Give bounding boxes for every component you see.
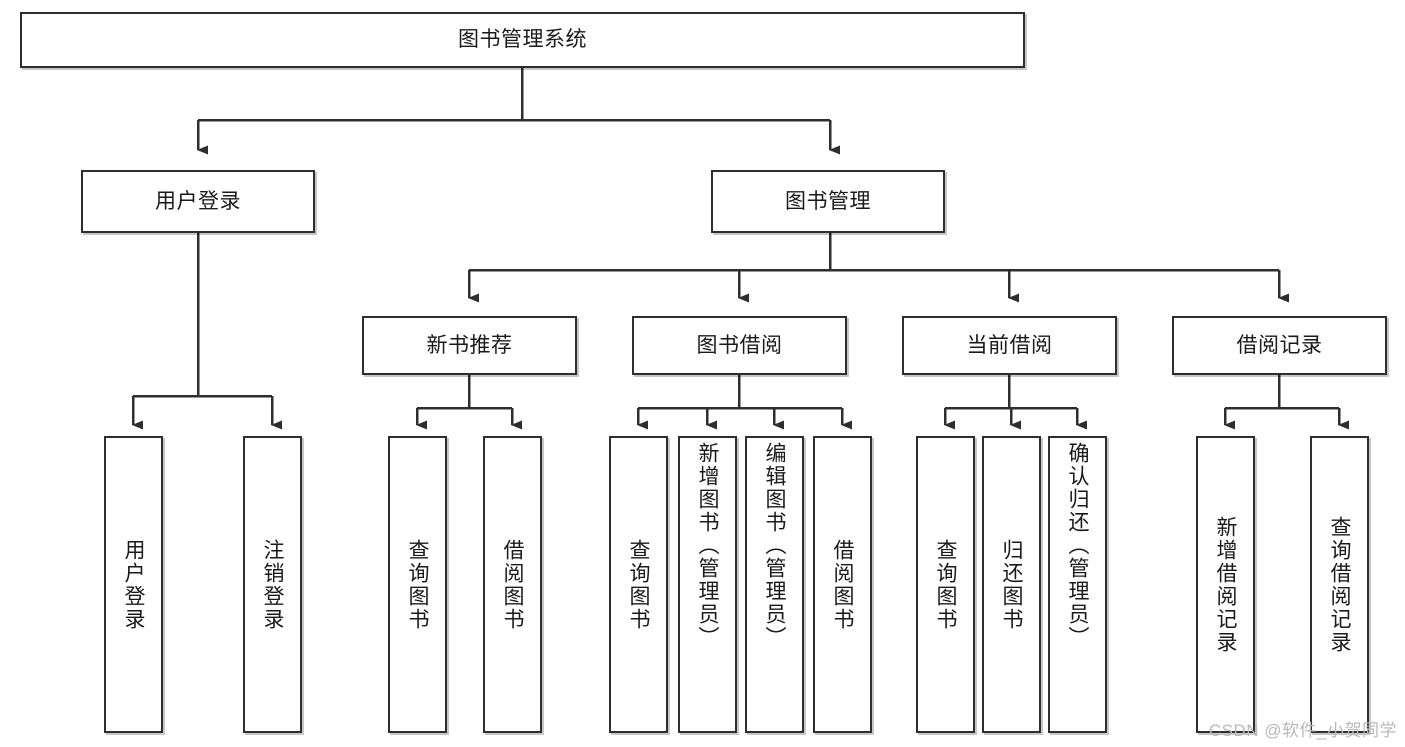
node-current-borrow[interactable]: 当前借阅 xyxy=(902,316,1117,375)
node-leaf-confirm-return-admin[interactable]: 确认归还（管理员） xyxy=(1048,436,1107,733)
node-leaf-query-borrow-record-label: 查询借阅记录 xyxy=(1328,515,1351,654)
node-leaf-return-book-label: 归还图书 xyxy=(1000,538,1023,631)
node-leaf-query-book-2[interactable]: 查询图书 xyxy=(609,436,668,733)
node-leaf-borrow-book-1-label: 借阅图书 xyxy=(501,538,524,631)
node-new-book-recommend[interactable]: 新书推荐 xyxy=(362,316,577,375)
node-leaf-user-login[interactable]: 用户登录 xyxy=(104,436,163,733)
node-leaf-edit-book-admin[interactable]: 编辑图书（管理员） xyxy=(745,436,804,733)
node-borrow-record-label: 借阅记录 xyxy=(1236,333,1323,357)
node-leaf-query-book-2-label: 查询图书 xyxy=(627,538,650,631)
node-leaf-user-login-label: 用户登录 xyxy=(122,538,145,631)
node-leaf-edit-book-admin-label: 编辑图书（管理员） xyxy=(763,442,786,649)
node-book-manage[interactable]: 图书管理 xyxy=(711,170,945,233)
node-user-login-label: 用户登录 xyxy=(155,189,241,213)
node-book-manage-label: 图书管理 xyxy=(785,189,871,213)
node-leaf-query-book-3-label: 查询图书 xyxy=(934,538,957,631)
node-leaf-borrow-book-1[interactable]: 借阅图书 xyxy=(483,436,542,733)
node-leaf-borrow-book-2[interactable]: 借阅图书 xyxy=(813,436,872,733)
node-leaf-add-book-admin-label: 新增图书（管理员） xyxy=(696,442,719,649)
node-new-book-recommend-label: 新书推荐 xyxy=(426,333,513,357)
node-leaf-return-book[interactable]: 归还图书 xyxy=(982,436,1041,733)
node-leaf-query-book-1[interactable]: 查询图书 xyxy=(388,436,447,733)
node-borrow-record[interactable]: 借阅记录 xyxy=(1172,316,1387,375)
node-leaf-query-book-3[interactable]: 查询图书 xyxy=(916,436,975,733)
node-leaf-add-borrow-record-label: 新增借阅记录 xyxy=(1214,515,1237,654)
node-leaf-query-book-1-label: 查询图书 xyxy=(406,538,429,631)
node-leaf-logout-login[interactable]: 注销登录 xyxy=(243,436,302,733)
node-current-borrow-label: 当前借阅 xyxy=(966,333,1053,357)
node-leaf-borrow-book-2-label: 借阅图书 xyxy=(831,538,854,631)
node-user-login[interactable]: 用户登录 xyxy=(81,170,315,233)
node-leaf-add-book-admin[interactable]: 新增图书（管理员） xyxy=(678,436,737,733)
node-book-borrow[interactable]: 图书借阅 xyxy=(632,316,847,375)
node-leaf-add-borrow-record[interactable]: 新增借阅记录 xyxy=(1196,436,1255,733)
node-root-label: 图书管理系统 xyxy=(458,28,587,52)
node-root[interactable]: 图书管理系统 xyxy=(20,12,1025,68)
node-leaf-logout-login-label: 注销登录 xyxy=(261,538,284,631)
node-leaf-query-borrow-record[interactable]: 查询借阅记录 xyxy=(1310,436,1369,733)
node-leaf-confirm-return-admin-label: 确认归还（管理员） xyxy=(1066,442,1089,649)
node-book-borrow-label: 图书借阅 xyxy=(696,333,783,357)
